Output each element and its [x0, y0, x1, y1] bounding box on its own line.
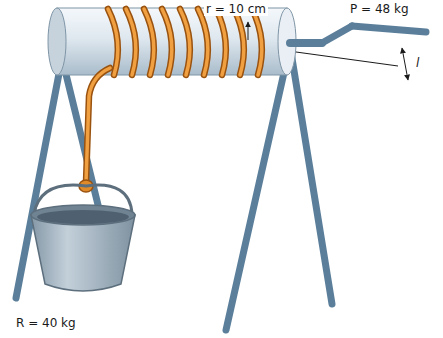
effort-label: P = 48 kg: [348, 2, 411, 16]
length-label: l: [414, 56, 421, 70]
bucket-rim: [31, 205, 135, 225]
hanging-rope: [86, 68, 110, 182]
right-rear-leg: [290, 46, 332, 304]
hanging-rope-outline: [86, 68, 110, 182]
drum-left-end: [48, 8, 66, 75]
crank-grip: [352, 26, 426, 32]
radius-dimension: [248, 22, 249, 40]
radius-label: r = 10 cm: [204, 2, 268, 16]
right-front-leg: [226, 46, 290, 330]
axle: [290, 39, 322, 47]
crank-axis-line: [296, 52, 398, 66]
crank-handle: [290, 26, 426, 43]
crank-arm: [322, 26, 352, 43]
stand-legs: [16, 46, 332, 330]
bucket-inside: [37, 210, 129, 224]
rope-coils: [108, 9, 262, 75]
load-label: R = 40 kg: [14, 316, 78, 330]
length-dimension: [402, 48, 408, 80]
drum-body: [57, 8, 287, 75]
bucket-body: [31, 215, 135, 291]
